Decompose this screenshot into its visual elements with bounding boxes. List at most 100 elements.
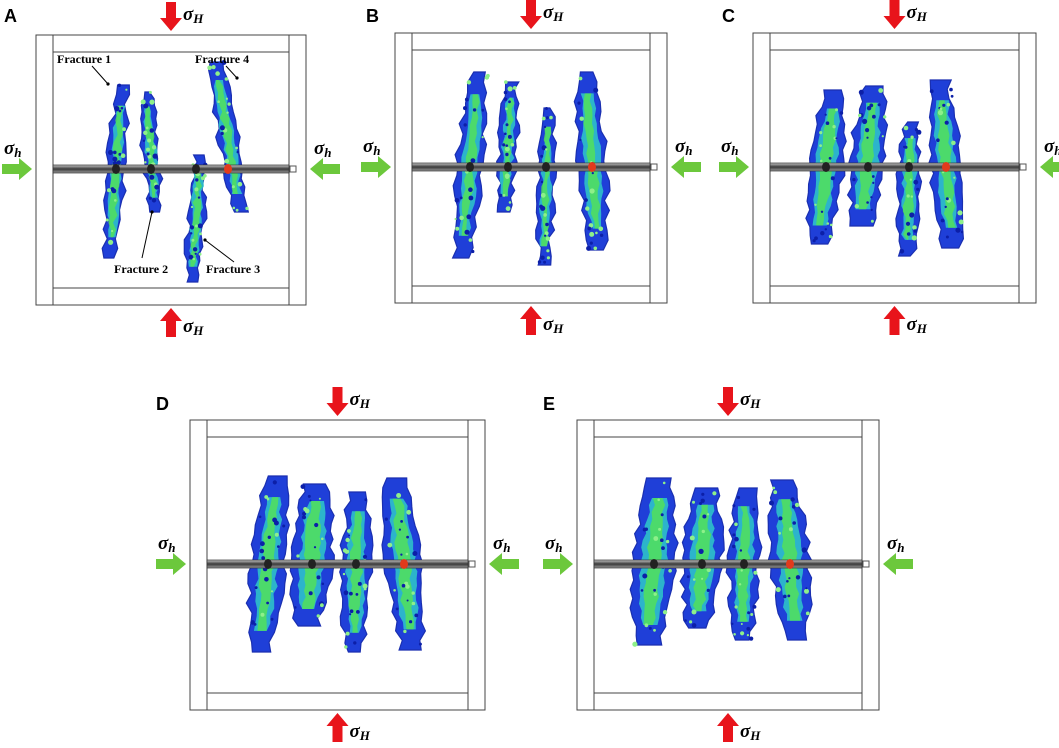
panel-A-fracture-4-speckle	[211, 65, 216, 70]
panel-A-fracture-3-speckle	[190, 232, 193, 235]
panel-C-sigma-H-top-arrow	[883, 0, 906, 29]
panel-C-fracture-2-speckle	[858, 89, 864, 95]
panel-C-fracture-3-speckle	[910, 195, 913, 198]
panel-E-fracture-3-speckle	[734, 536, 739, 542]
panel-C-fracture-3-speckle	[903, 125, 909, 131]
panel-D-perforation-4	[400, 559, 408, 569]
panel-A-sigma-h-left-label-symbol: σ	[4, 138, 15, 159]
panel-E-fracture-2-band-2	[692, 504, 712, 612]
panel-C-sigma-H-top-label-symbol: σ	[906, 2, 917, 23]
panel-D-fracture-2-speckle	[296, 554, 300, 558]
panel-C-fracture-1-speckle	[830, 176, 835, 181]
panel-B-fracture-1-speckle	[484, 75, 490, 80]
panel-D-fracture-3-speckle	[348, 534, 351, 537]
panel-A-fracture-3-speckle	[197, 196, 201, 199]
panel-E-sigma-H-bottom-label-symbol: σ	[740, 721, 751, 742]
panel-A-fracture-4-speckle	[207, 65, 212, 71]
panel-B-fracture-1-speckle	[455, 226, 460, 231]
panel-C-fracture-3-speckle	[916, 187, 920, 191]
panel-C-fracture-2-speckle	[854, 204, 859, 209]
panel-D-fracture-2-speckle	[307, 494, 311, 498]
panel-C-sigma-h-left-label: σh	[721, 137, 738, 157]
panel-B-fracture-2-speckle	[504, 132, 507, 136]
panel-C-fracture-1-speckle	[839, 111, 844, 115]
fracture-1-pointer	[91, 65, 109, 85]
panel-E-wellbore	[593, 559, 863, 569]
panel-D-fracture-4-speckle	[393, 589, 396, 592]
panel-B-fracture-4-speckle	[585, 206, 590, 211]
panel-B-fracture-3-speckle	[540, 154, 544, 158]
panel-A-fracture-2-speckle	[147, 154, 152, 159]
panel-D-sigma-H-bottom-label: σH	[350, 722, 370, 742]
panel-A-fracture-2-speckle	[143, 103, 149, 109]
panel-D-fracture-3-speckle	[353, 641, 357, 645]
fracture-4-label: Fracture 4	[195, 52, 250, 66]
panel-C-fracture-2-speckle	[869, 103, 874, 108]
panel-A-fracture-2-speckle	[148, 196, 152, 200]
panel-D-label: D	[156, 394, 169, 414]
panel-E-fracture-1-speckle	[660, 513, 664, 517]
panel-E-sigma-h-left-label-symbol: σ	[545, 533, 556, 554]
panel-E-fracture-4-speckle	[775, 587, 781, 593]
panel-D-fracture-4-speckle	[406, 535, 409, 539]
panel-D-fracture-4-speckle	[405, 584, 410, 589]
panel-D-fracture-2-speckle	[313, 546, 317, 549]
panel-D-fracture-3-speckle	[356, 610, 360, 614]
panel-C-fracture-4-speckle	[953, 176, 956, 179]
panel-E-fracture-3-speckle	[731, 622, 734, 625]
panel-B-fracture-3-speckle	[543, 213, 547, 217]
panel-A-fracture-3-speckle	[191, 238, 195, 242]
panel-A-perforation-1	[112, 164, 120, 174]
panel-B-fracture-3-speckle	[544, 234, 547, 237]
panel-B-sigma-h-left-label-subscript: h	[373, 143, 381, 158]
panel-A-fracture-1-speckle	[120, 153, 126, 158]
panel-E	[576, 419, 880, 711]
panel-E-fracture-4-speckle	[791, 505, 796, 509]
panel-C-fracture-3-speckle	[905, 221, 911, 226]
panel-E-wellbore-end	[862, 560, 870, 568]
panel-D-frame	[189, 419, 486, 711]
panel-C-fracture-4-speckle	[944, 205, 947, 209]
panel-D-sigma-H-top-label-subscript: H	[359, 396, 370, 411]
panel-E-fracture-4-speckle	[787, 594, 791, 598]
panel-B-fracture-2-speckle	[512, 86, 517, 90]
panel-B-fracture-1-speckle	[466, 214, 472, 220]
panel-D-fracture-1-speckle	[254, 586, 258, 590]
panel-C-fracture-4-speckle	[942, 171, 945, 174]
panel-B-fracture-1-speckle	[454, 217, 457, 221]
panel-E-sigma-H-top-label-subscript: H	[750, 396, 761, 411]
panel-D-fracture-2-speckle	[309, 499, 312, 502]
panel-B-sigma-H-top-label: σH	[543, 3, 563, 23]
panel-B-sigma-H-bottom-label-symbol: σ	[543, 314, 554, 335]
panel-B-fracture-2-speckle	[510, 143, 515, 147]
panel-E-fracture-1-speckle	[648, 626, 652, 630]
panel-D-fracture-4-speckle	[396, 493, 402, 498]
panel-D-fracture-3-speckle	[357, 581, 362, 586]
panel-E-fracture-1-speckle	[653, 536, 659, 541]
panel-B-fracture-3-speckle	[546, 256, 551, 260]
panel-B-sigma-H-top-label-symbol: σ	[543, 2, 554, 23]
panel-A-fracture-1-speckle	[107, 188, 111, 193]
panel-A-fracture-4-speckle	[224, 77, 229, 81]
panel-C-sigma-H-bottom-label-symbol: σ	[906, 314, 917, 335]
panel-D-fracture-3-speckle	[364, 498, 368, 502]
panel-A-perforation-4	[224, 164, 232, 174]
panel-C-perforation-2	[864, 162, 872, 172]
panel-A-fracture-2-speckle	[148, 90, 152, 94]
panel-D-fracture-4-speckle	[409, 620, 413, 624]
panel-B-fracture-3-speckle	[539, 204, 543, 209]
panel-D-fracture-1-speckle	[259, 548, 265, 554]
panel-B-sigma-H-bottom-label-subscript: H	[553, 321, 564, 336]
panel-D-perforation-3	[352, 559, 360, 569]
panel-A-fracture-2-speckle	[146, 147, 150, 152]
panel-E-sigma-H-top-label: σH	[740, 390, 760, 410]
panel-B-fracture-1-speckle	[464, 97, 469, 102]
panel-E-fracture-1-speckle	[642, 573, 648, 579]
panel-D-fracture-2-speckle	[318, 497, 321, 500]
panel-C-fracture-2-speckle	[862, 118, 868, 124]
panel-C-fracture-2-speckle	[866, 136, 869, 139]
panel-B-sigma-h-right-label-symbol: σ	[675, 136, 686, 157]
panel-B-fracture-2-speckle	[507, 86, 513, 92]
fracture-1-label: Fracture 1	[57, 52, 112, 66]
